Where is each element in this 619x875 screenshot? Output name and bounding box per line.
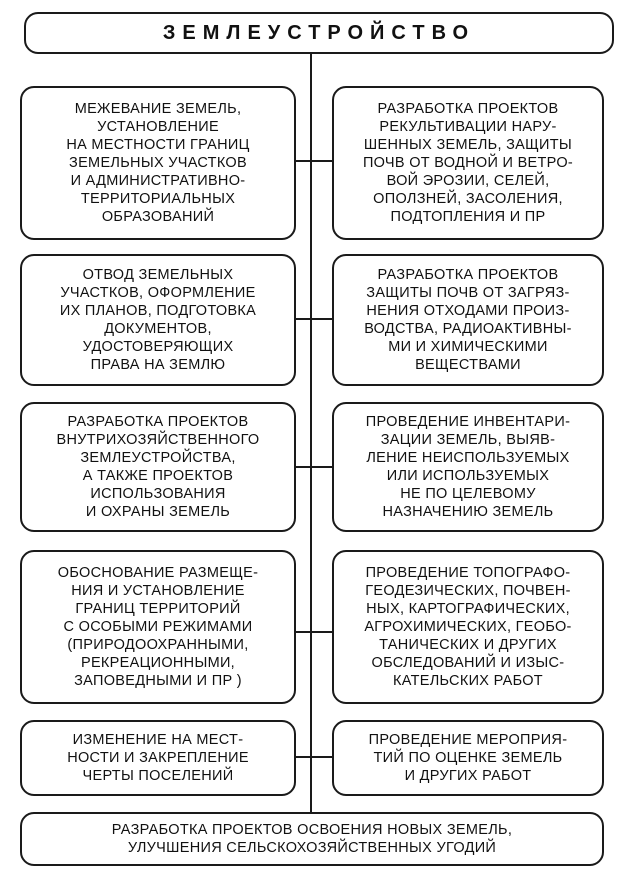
left-box-3: РАЗРАБОТКА ПРОЕКТОВ ВНУТРИХОЗЯЙСТВЕННОГО… <box>20 402 296 532</box>
right-box-2-text: РАЗРАБОТКА ПРОЕКТОВ ЗАЩИТЫ ПОЧВ ОТ ЗАГРЯ… <box>364 267 572 373</box>
left-box-5-text: ИЗМЕНЕНИЕ НА МЕСТ- НОСТИ И ЗАКРЕПЛЕНИЕ Ч… <box>67 732 249 784</box>
left-box-3-text: РАЗРАБОТКА ПРОЕКТОВ ВНУТРИХОЗЯЙСТВЕННОГО… <box>56 414 260 520</box>
connector-left-5 <box>296 756 311 758</box>
bottom-box-text: РАЗРАБОТКА ПРОЕКТОВ ОСВОЕНИЯ НОВЫХ ЗЕМЕЛ… <box>111 822 513 856</box>
connector-right-5 <box>311 756 332 758</box>
right-box-5: ПРОВЕДЕНИЕ МЕРОПРИЯ- ТИЙ ПО ОЦЕНКЕ ЗЕМЕЛ… <box>332 720 604 796</box>
connector-right-3 <box>311 466 332 468</box>
left-box-2-text: ОТВОД ЗЕМЕЛЬНЫХ УЧАСТКОВ, ОФОРМЛЕНИЕ ИХ … <box>59 267 257 373</box>
left-box-4-text: ОБОСНОВАНИЕ РАЗМЕЩЕ- НИЯ И УСТАНОВЛЕНИЕ … <box>57 565 259 689</box>
right-box-5-text: ПРОВЕДЕНИЕ МЕРОПРИЯ- ТИЙ ПО ОЦЕНКЕ ЗЕМЕЛ… <box>368 732 568 784</box>
connector-right-4 <box>311 631 332 633</box>
right-box-1-text: РАЗРАБОТКА ПРОЕКТОВ РЕКУЛЬТИВАЦИИ НАРУ- … <box>362 101 574 225</box>
right-box-1: РАЗРАБОТКА ПРОЕКТОВ РЕКУЛЬТИВАЦИИ НАРУ- … <box>332 86 604 240</box>
left-box-2: ОТВОД ЗЕМЕЛЬНЫХ УЧАСТКОВ, ОФОРМЛЕНИЕ ИХ … <box>20 254 296 386</box>
right-box-4-text: ПРОВЕДЕНИЕ ТОПОГРАФО- ГЕОДЕЗИЧЕСКИХ, ПОЧ… <box>364 565 572 689</box>
right-box-3-text: ПРОВЕДЕНИЕ ИНВЕНТАРИ- ЗАЦИИ ЗЕМЕЛЬ, ВЫЯВ… <box>365 414 571 520</box>
diagram-title: ЗЕМЛЕУСТРОЙСТВО <box>162 22 476 44</box>
bottom-box: РАЗРАБОТКА ПРОЕКТОВ ОСВОЕНИЯ НОВЫХ ЗЕМЕЛ… <box>20 812 604 866</box>
connector-right-2 <box>311 318 332 320</box>
center-trunk-line <box>310 52 312 812</box>
connector-left-3 <box>296 466 311 468</box>
connector-right-1 <box>311 160 332 162</box>
right-box-4: ПРОВЕДЕНИЕ ТОПОГРАФО- ГЕОДЕЗИЧЕСКИХ, ПОЧ… <box>332 550 604 704</box>
connector-left-2 <box>296 318 311 320</box>
right-box-3: ПРОВЕДЕНИЕ ИНВЕНТАРИ- ЗАЦИИ ЗЕМЕЛЬ, ВЫЯВ… <box>332 402 604 532</box>
left-box-5: ИЗМЕНЕНИЕ НА МЕСТ- НОСТИ И ЗАКРЕПЛЕНИЕ Ч… <box>20 720 296 796</box>
connector-left-1 <box>296 160 311 162</box>
title-box: ЗЕМЛЕУСТРОЙСТВО <box>24 12 614 54</box>
right-box-2: РАЗРАБОТКА ПРОЕКТОВ ЗАЩИТЫ ПОЧВ ОТ ЗАГРЯ… <box>332 254 604 386</box>
connector-left-4 <box>296 631 311 633</box>
left-box-4: ОБОСНОВАНИЕ РАЗМЕЩЕ- НИЯ И УСТАНОВЛЕНИЕ … <box>20 550 296 704</box>
left-box-1: МЕЖЕВАНИЕ ЗЕМЕЛЬ, УСТАНОВЛЕНИЕ НА МЕСТНО… <box>20 86 296 240</box>
left-box-1-text: МЕЖЕВАНИЕ ЗЕМЕЛЬ, УСТАНОВЛЕНИЕ НА МЕСТНО… <box>66 101 250 225</box>
